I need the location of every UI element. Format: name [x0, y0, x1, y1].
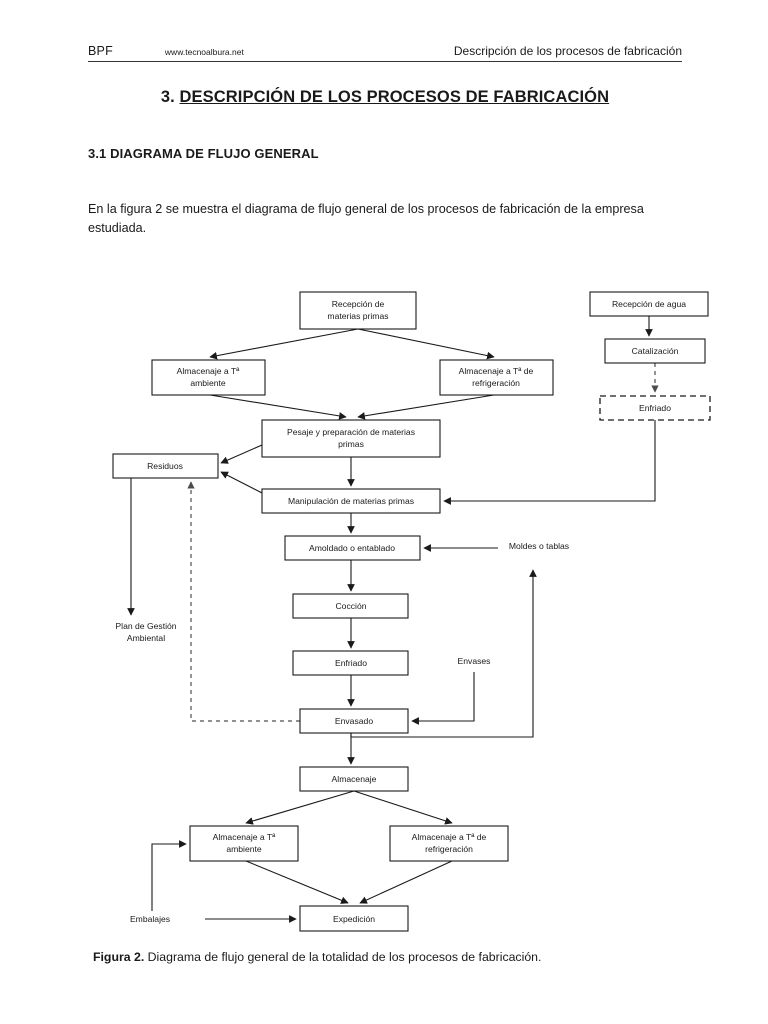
free-label: Moldes o tablas: [509, 541, 569, 551]
edge-pesaje-residuos: [220, 444, 263, 464]
node-recepcion-agua[interactable]: Recepción de agua: [589, 291, 709, 317]
node-label: ambiente: [190, 378, 226, 388]
free-label: Embalajes: [130, 914, 170, 924]
node-label: refrigeración: [425, 844, 473, 854]
free-label: Ambiental: [127, 633, 165, 643]
node-envasado[interactable]: Envasado: [299, 708, 409, 734]
node-label: Catalización: [632, 346, 679, 356]
edge-recepcionmp-almambiente: [209, 328, 359, 360]
node-residuos[interactable]: Residuos: [112, 453, 219, 479]
edge-almacenaje-almrefrig2: [353, 790, 453, 825]
page-title-number: 3.: [160, 88, 175, 106]
figure-caption-text: Diagrama de flujo general de la totalida…: [144, 950, 542, 964]
node-label: Recepción de: [332, 299, 385, 309]
edge-manipulacion-residuos: [220, 471, 267, 496]
node-label: materias primas: [327, 311, 388, 321]
figure-caption: Figura 2. Diagrama de flujo general de l…: [93, 950, 693, 964]
edge-enfriadoagua-manipulacion: [443, 420, 656, 505]
free-label: Envases: [458, 656, 491, 666]
label-moldes-o-tablas: Moldes o tablas: [509, 541, 569, 551]
node-label: Cocción: [335, 601, 366, 611]
free-label: Plan de Gestión: [115, 621, 176, 631]
header-section-title: Descripción de los procesos de fabricaci…: [453, 44, 682, 58]
node-label: Almacenaje a Tª de: [412, 832, 487, 842]
node-pesaje-preparacion[interactable]: Pesaje y preparación de materias primas: [261, 419, 441, 458]
node-label: Almacenaje: [332, 774, 377, 784]
page-title: 3. DESCRIPCIÓN DE LOS PROCESOS DE FABRIC…: [88, 88, 682, 107]
node-manipulacion-materias-primas[interactable]: Manipulación de materias primas: [261, 488, 441, 514]
node-label: Pesaje y preparación de materias: [287, 427, 415, 437]
node-enfriado-agua[interactable]: Enfriado: [599, 395, 711, 421]
node-coccion[interactable]: Cocción: [292, 593, 409, 619]
node-label: Envasado: [335, 716, 373, 726]
figure-caption-label: Figura 2.: [93, 950, 145, 964]
running-header: BPF www.tecnoalbura.net Descripción de l…: [88, 44, 682, 62]
header-manual-code: BPF: [88, 44, 113, 58]
edge-embalajes-almambiente2: [151, 840, 187, 911]
label-plan-gestion-ambiental: Plan de Gestión Ambiental: [115, 621, 176, 643]
node-label: Amoldado o entablado: [309, 543, 395, 553]
section-subtitle: 3.1 DIAGRAMA DE FLUJO GENERAL: [88, 146, 319, 161]
node-label: Manipulación de materias primas: [288, 496, 414, 506]
label-embalajes: Embalajes: [130, 914, 170, 924]
node-almacenaje-refrigeracion-1[interactable]: Almacenaje a Tª de refrigeración: [439, 359, 554, 396]
edge-almrefrig-pesaje: [357, 394, 495, 420]
intro-paragraph: En la figura 2 se muestra el diagrama de…: [88, 202, 644, 235]
node-almacenaje-refrigeracion-2[interactable]: Almacenaje a Tª de refrigeración: [389, 825, 509, 862]
node-label: Recepción de agua: [612, 299, 686, 309]
node-recepcion-materias-primas[interactable]: Recepción de materias primas: [299, 291, 417, 330]
edge-almacenaje-almambiente2: [245, 790, 355, 825]
node-label: Almacenaje a Tª: [213, 832, 277, 842]
edge-envasado-residuos-dashed: [187, 481, 300, 722]
header-website: www.tecnoalbura.net: [164, 47, 244, 57]
node-label: Expedición: [333, 914, 375, 924]
node-label: Almacenaje a Tª de: [459, 366, 534, 376]
page-title-text: DESCRIPCIÓN DE LOS PROCESOS DE FABRICACI…: [179, 88, 610, 106]
edge-almambiente-pesaje: [209, 394, 347, 420]
node-label: Residuos: [147, 461, 183, 471]
edge-recepcionmp-almrefrig: [357, 328, 495, 360]
node-enfriado-proceso[interactable]: Enfriado: [292, 650, 409, 676]
node-label: primas: [338, 439, 364, 449]
node-label: Almacenaje a Tª: [177, 366, 241, 376]
edge-almambiente2-expedicion: [245, 860, 349, 904]
node-label: Enfriado: [639, 403, 671, 413]
edge-almrefrig2-expedicion: [359, 860, 453, 904]
node-almacenaje-ambiente-1[interactable]: Almacenaje a Tª ambiente: [151, 359, 266, 396]
label-envases: Envases: [458, 656, 491, 666]
node-amoldado-entablado[interactable]: Amoldado o entablado: [284, 535, 421, 561]
node-label: refrigeración: [472, 378, 520, 388]
node-almacenaje[interactable]: Almacenaje: [299, 766, 409, 792]
node-almacenaje-ambiente-2[interactable]: Almacenaje a Tª ambiente: [189, 825, 299, 862]
edge-envases-envasado: [411, 672, 475, 725]
node-catalizacion[interactable]: Catalización: [604, 338, 706, 364]
node-expedicion[interactable]: Expedición: [299, 905, 409, 932]
node-label: Enfriado: [335, 658, 367, 668]
node-label: ambiente: [226, 844, 262, 854]
